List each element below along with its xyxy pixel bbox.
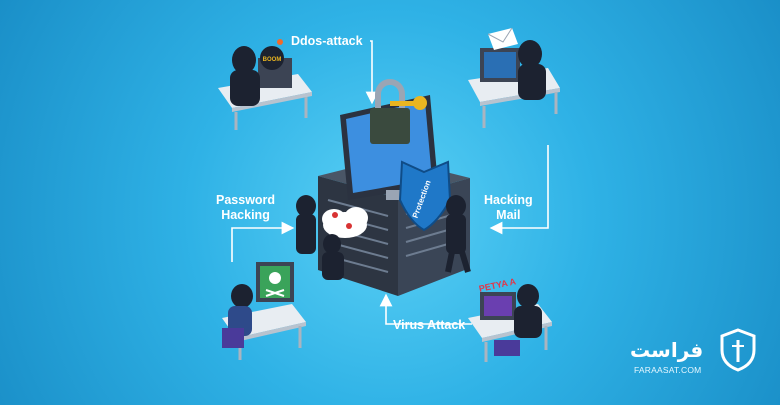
- brand-domain: FARAASAT.COM: [634, 365, 702, 375]
- cloud-icon: [322, 207, 368, 238]
- ddos-attack-label: Ddos-attack: [291, 34, 363, 48]
- server-hackers: [296, 195, 471, 280]
- hacking-mail-label: Hacking Mail: [484, 193, 533, 223]
- flow-arrows: [231, 40, 549, 325]
- arrow-virus: [379, 293, 472, 325]
- brand-name: فراست: [630, 338, 704, 362]
- shield-logo-icon: [720, 328, 756, 372]
- brand-logo: فراست FARAASAT.COM: [628, 328, 768, 378]
- virus-attack-label: Virus Attack: [393, 318, 466, 332]
- ddos-hacker-desk: BOOM: [218, 39, 312, 130]
- bomb-icon: [260, 46, 284, 70]
- protection-shield-icon: Protection: [398, 160, 452, 232]
- svg-text:PETYA A: PETYA A: [478, 276, 517, 294]
- mail-label-line2: Mail: [496, 208, 521, 222]
- password-label-line2: Hacking: [221, 208, 270, 222]
- mail-label-line1: Hacking: [484, 193, 533, 207]
- arrow-password: [231, 221, 295, 262]
- password-hacker-desk: [222, 262, 306, 360]
- password-label-line1: Password: [216, 193, 276, 207]
- arrow-ddos: [365, 40, 379, 105]
- mail-envelope-icon: [488, 28, 518, 50]
- svg-text:BOOM: BOOM: [263, 57, 282, 63]
- password-hacking-label: Password Hacking: [216, 193, 275, 223]
- virus-hacker-desk: PETYA A: [468, 276, 552, 362]
- mail-hacker-desk: [468, 27, 560, 128]
- arrow-mail: [489, 145, 549, 235]
- skull-icon: [269, 272, 281, 284]
